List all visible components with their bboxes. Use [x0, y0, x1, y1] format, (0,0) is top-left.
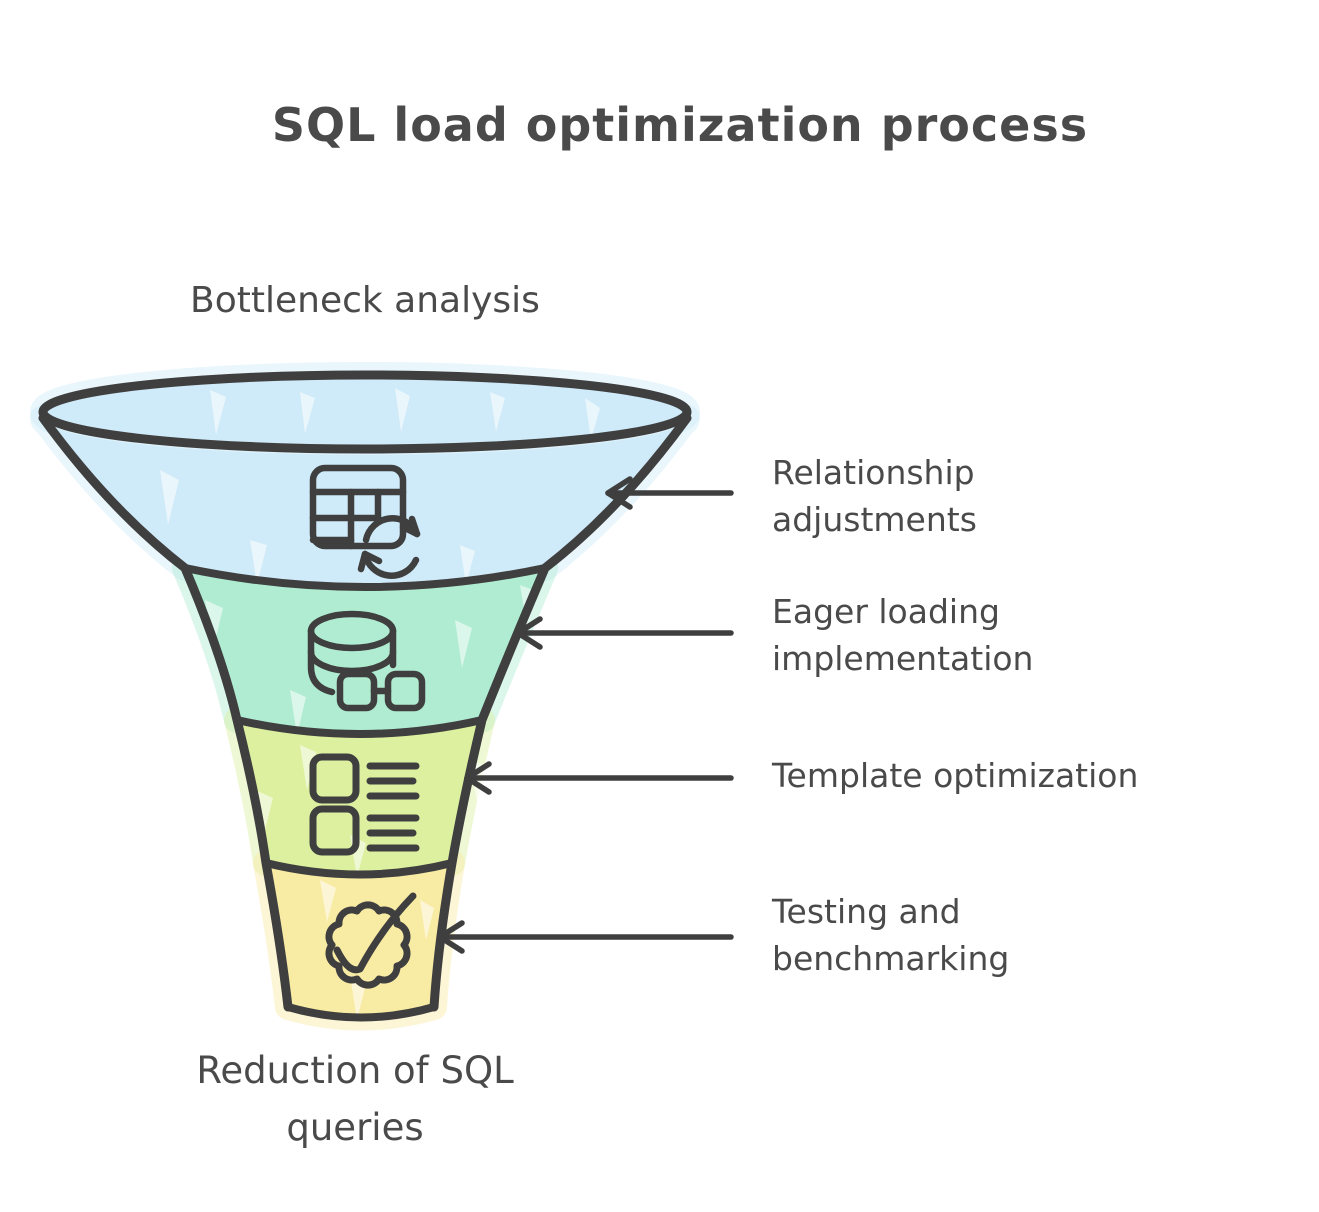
stage-boundary-2	[233, 716, 486, 738]
annotation-arrow-3	[464, 761, 734, 795]
funnel-stage-1-fill	[43, 418, 687, 587]
badge-check-icon	[325, 892, 417, 989]
funnel-mouth-outline	[38, 370, 692, 454]
stage-boundary-1	[181, 564, 549, 591]
annotation-label-testing-benchmarking: Testing and benchmarking	[772, 888, 1252, 982]
list-items-icon	[309, 753, 420, 856]
annotation-label-eager-loading: Eager loading implementation	[772, 588, 1252, 682]
table-sync-icon	[309, 464, 421, 579]
bottom-label-line: queries	[286, 1106, 424, 1149]
bottom-label-line: Reduction of SQL	[196, 1049, 514, 1092]
annotation-line: benchmarking	[772, 939, 1010, 978]
annotation-line: implementation	[772, 639, 1034, 678]
diagram-title: SQL load optimization process	[271, 98, 1089, 152]
annotation-label-template-optimization: Template optimization	[772, 752, 1252, 799]
funnel-top-label: Bottleneck analysis	[190, 280, 540, 321]
annotation-arrow-2	[515, 616, 734, 650]
funnel-bottom-edge	[284, 1003, 438, 1022]
annotation-line: Eager loading	[772, 592, 1000, 631]
annotation-arrow-4	[437, 920, 734, 954]
annotation-arrow-1	[605, 476, 734, 510]
annotation-line: Relationship	[772, 453, 975, 492]
annotation-line: Template optimization	[772, 756, 1139, 795]
funnel-stage-3-fill	[237, 720, 482, 875]
annotation-line: Testing and	[772, 892, 961, 931]
annotation-arrows	[437, 476, 734, 954]
funnel-stage-2-fill	[185, 568, 545, 734]
annotation-label-relationship-adjustments: Relationship adjustments	[772, 449, 1252, 543]
stage-boundary-3	[262, 859, 456, 879]
highlight-texture	[160, 388, 600, 1020]
funnel-mouth-fill	[43, 375, 687, 449]
database-relation-icon	[307, 610, 426, 712]
funnel-bottom-label: Reduction of SQL queries	[105, 1042, 605, 1156]
funnel-outline	[38, 370, 692, 1022]
annotation-line: adjustments	[772, 500, 977, 539]
